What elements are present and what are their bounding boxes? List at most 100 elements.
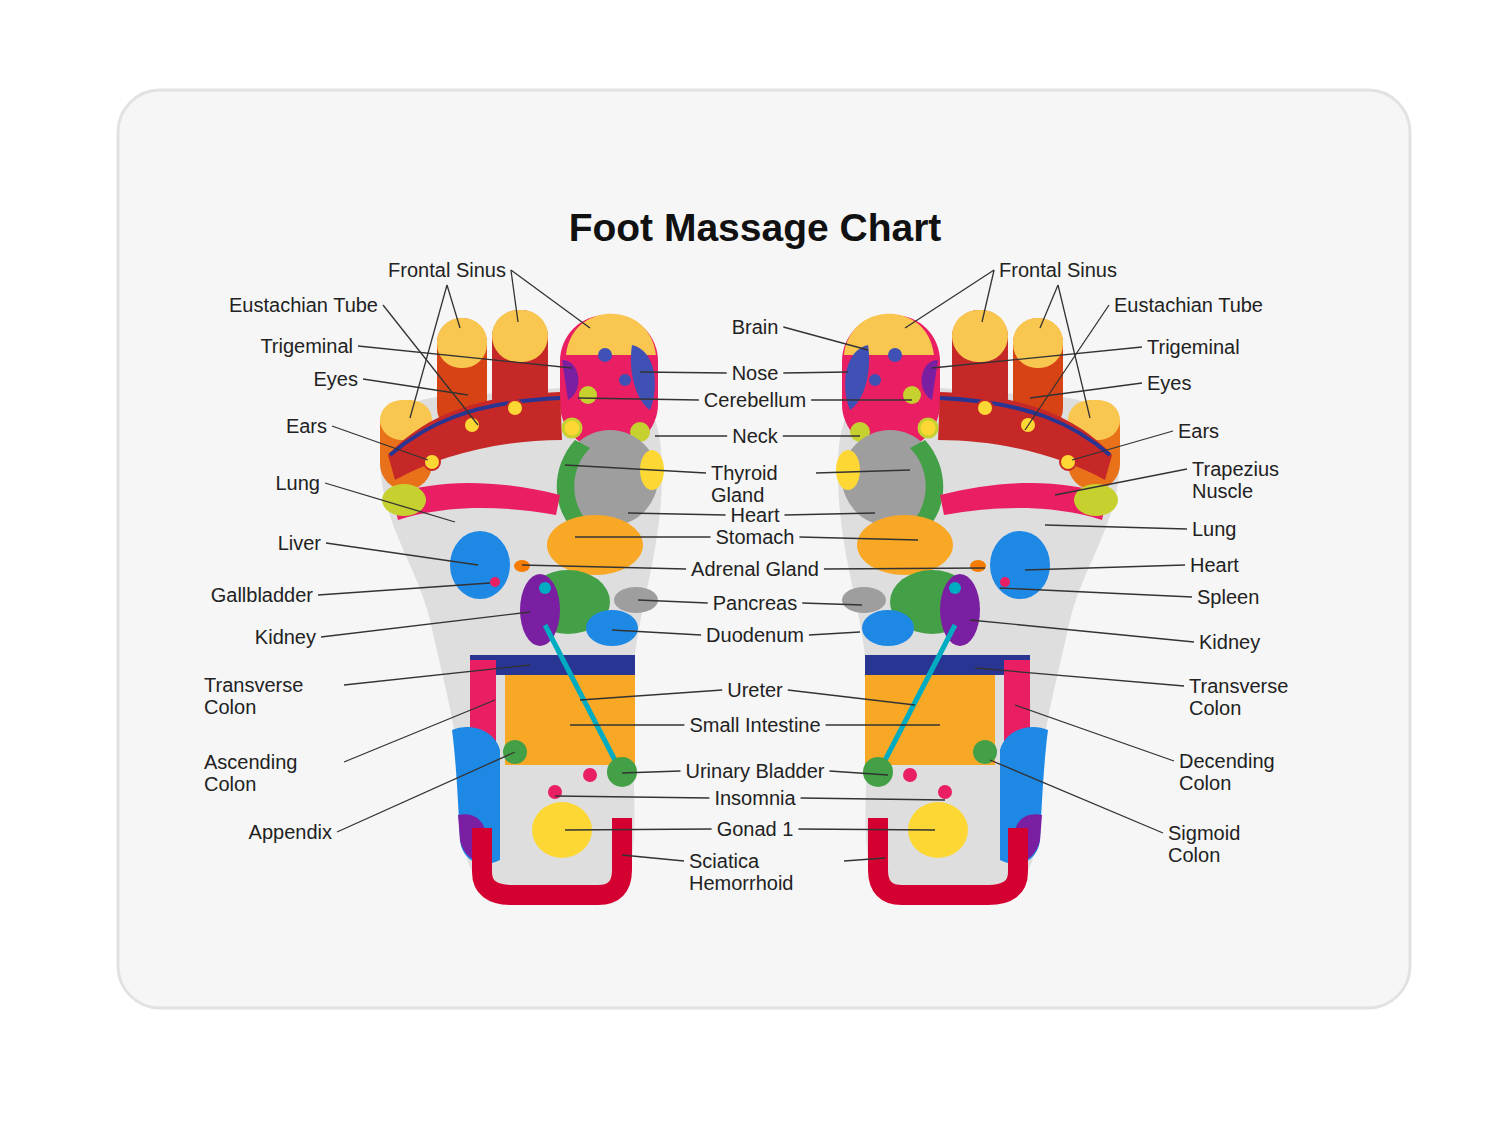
organ-label: Gallbladder bbox=[211, 584, 313, 606]
organ-label: Ears bbox=[1178, 420, 1219, 442]
leader-line bbox=[325, 483, 455, 522]
organ-label: Decending Colon bbox=[1179, 750, 1314, 794]
organ-label: Frontal Sinus bbox=[999, 259, 1117, 281]
organ-label: Transverse Colon bbox=[204, 674, 339, 718]
leader-line bbox=[565, 829, 712, 830]
leader-line bbox=[829, 771, 888, 775]
leader-line bbox=[1025, 305, 1109, 430]
organ-label: Trapezius Nuscle bbox=[1192, 458, 1327, 502]
leader-line bbox=[640, 372, 727, 373]
organ-label: Lung bbox=[1192, 518, 1237, 540]
organ-label: Gonad 1 bbox=[717, 818, 794, 840]
organ-label: Ureter bbox=[727, 679, 783, 701]
leader-line bbox=[326, 543, 478, 565]
organ-label: Kidney bbox=[1199, 631, 1260, 653]
leader-line bbox=[511, 270, 518, 322]
leader-line bbox=[1000, 588, 1192, 597]
leader-line bbox=[344, 665, 530, 685]
leader-line bbox=[799, 537, 918, 540]
leader-line bbox=[932, 347, 1142, 368]
leader-line bbox=[555, 796, 709, 798]
organ-label: Stomach bbox=[716, 526, 795, 548]
leader-line bbox=[801, 798, 945, 800]
leader-line bbox=[565, 465, 706, 473]
leader-line bbox=[970, 620, 1194, 642]
organ-label: Trigeminal bbox=[1147, 336, 1240, 358]
organ-label: Eustachian Tube bbox=[1114, 294, 1263, 316]
organ-label: Eyes bbox=[314, 368, 358, 390]
leader-line bbox=[511, 270, 590, 328]
organ-label: Urinary Bladder bbox=[686, 760, 825, 782]
organ-label: Liver bbox=[278, 532, 321, 554]
leader-line bbox=[318, 583, 490, 595]
leader-line bbox=[1040, 285, 1058, 328]
leader-line bbox=[575, 536, 711, 537]
organ-label: Heart bbox=[731, 504, 780, 526]
leader-line bbox=[1058, 285, 1090, 418]
leader-line bbox=[622, 771, 681, 773]
leader-line bbox=[788, 690, 915, 705]
organ-label: Small Intestine bbox=[689, 714, 820, 736]
leader-line bbox=[570, 724, 684, 725]
organ-label: Sigmoid Colon bbox=[1168, 822, 1283, 866]
organ-label: Ears bbox=[286, 415, 327, 437]
leader-line bbox=[1015, 705, 1174, 761]
leader-line bbox=[321, 612, 530, 637]
organ-label: Spleen bbox=[1197, 586, 1259, 608]
leader-line bbox=[578, 398, 699, 400]
leader-line bbox=[844, 858, 885, 861]
leader-line bbox=[826, 724, 940, 725]
leader-line bbox=[337, 752, 515, 832]
organ-label: Sciatica Hemorrhoid bbox=[689, 850, 839, 894]
leader-line bbox=[383, 305, 478, 425]
leader-line bbox=[612, 630, 701, 635]
leader-line bbox=[655, 435, 727, 436]
organ-label: Neck bbox=[732, 425, 778, 447]
organ-label: Appendix bbox=[249, 821, 332, 843]
organ-label: Thyroid Gland bbox=[711, 462, 811, 506]
organ-label: Lung bbox=[276, 472, 321, 494]
organ-label: Pancreas bbox=[713, 592, 798, 614]
leader-line bbox=[1055, 469, 1187, 495]
leader-line bbox=[816, 470, 910, 473]
organ-label: Eyes bbox=[1147, 372, 1191, 394]
organ-label: Eustachian Tube bbox=[229, 294, 378, 316]
leader-line bbox=[363, 379, 468, 395]
leader-line bbox=[1025, 565, 1185, 570]
leader-line bbox=[783, 327, 868, 350]
organ-label: Insomnia bbox=[714, 787, 795, 809]
leader-line bbox=[344, 700, 495, 762]
organ-label: Heart bbox=[1190, 554, 1239, 576]
leader-line bbox=[905, 270, 994, 328]
organ-label: Transverse Colon bbox=[1189, 675, 1324, 719]
leader-line bbox=[358, 346, 572, 368]
leader-line bbox=[1072, 431, 1173, 460]
leader-line bbox=[975, 668, 1184, 686]
leader-line bbox=[783, 372, 848, 373]
organ-label: Adrenal Gland bbox=[691, 558, 819, 580]
organ-label: Nose bbox=[732, 362, 779, 384]
leader-line bbox=[811, 399, 912, 400]
right-foot bbox=[836, 310, 1120, 905]
leader-line bbox=[622, 855, 684, 861]
leader-line bbox=[638, 600, 708, 603]
leader-line bbox=[982, 270, 994, 322]
chart-title: Foot Massage Chart bbox=[569, 206, 942, 250]
leader-line bbox=[522, 565, 686, 569]
leader-line bbox=[798, 829, 935, 830]
organ-label: Duodenum bbox=[706, 624, 804, 646]
leader-line bbox=[783, 435, 860, 436]
leader-line bbox=[332, 426, 428, 460]
mat-background bbox=[118, 90, 1410, 1008]
leader-line bbox=[628, 513, 726, 515]
leader-line bbox=[1030, 383, 1142, 398]
leader-line bbox=[1045, 525, 1187, 529]
leader-line bbox=[784, 513, 875, 515]
organ-label: Cerebellum bbox=[704, 389, 806, 411]
leader-line bbox=[824, 568, 985, 569]
leader-line bbox=[447, 285, 460, 328]
leader-line bbox=[990, 760, 1163, 833]
organ-label: Brain bbox=[732, 316, 779, 338]
leader-line bbox=[580, 690, 722, 700]
